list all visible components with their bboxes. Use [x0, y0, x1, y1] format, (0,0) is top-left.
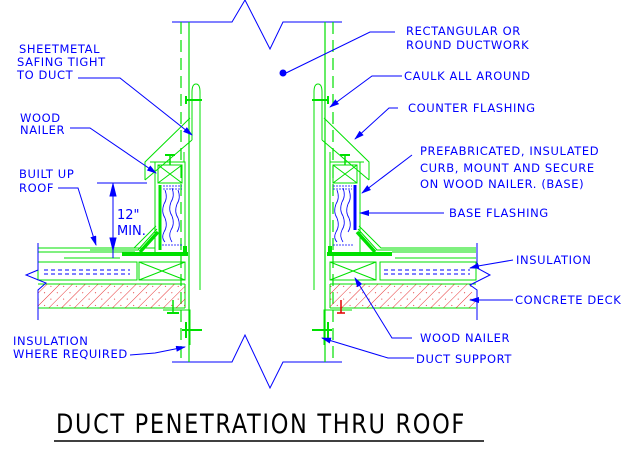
label-sheetmetal-line2: SAFING TIGHT — [17, 55, 106, 69]
label-prefabricated-line1: PREFABRICATED, INSULATED — [420, 144, 599, 158]
leader-lines — [58, 31, 514, 359]
label-wood-nailer-top-line1: WOOD — [20, 111, 61, 125]
label-concrete-deck: CONCRETE DECK — [515, 293, 621, 307]
duct-right-wall — [324, 22, 334, 362]
label-ductwork-line2: ROUND DUCTWORK — [406, 38, 529, 52]
label-duct-support: DUCT SUPPORT — [416, 352, 512, 366]
left-counter-flashing — [144, 83, 202, 290]
left-curb — [154, 154, 186, 255]
dimension-12-min — [97, 182, 147, 258]
right-curb-insulation — [333, 185, 353, 246]
right-anchor-bolt — [337, 300, 345, 314]
duct-reference-dot — [279, 69, 287, 77]
label-counter-flashing: COUNTER FLASHING — [408, 101, 536, 115]
left-concrete-deck — [38, 284, 185, 308]
left-edge-break — [24, 243, 47, 320]
label-wood-nailer-bottom: WOOD NAILER — [420, 331, 510, 345]
label-ductwork-line1: RECTANGULAR OR — [406, 24, 521, 38]
label-wood-nailer-top-line2: NAILER — [20, 123, 65, 137]
label-built-up-roof-line1: BUILT UP — [19, 167, 74, 181]
left-curb-insulation — [162, 185, 182, 246]
label-caulk-all-around: CAULK ALL AROUND — [404, 69, 531, 83]
dimension-qualifier: MIN. — [117, 224, 146, 239]
right-base-flashing — [327, 225, 476, 256]
duct-top-break-line — [172, 0, 342, 51]
right-concrete-deck — [330, 284, 476, 308]
label-prefabricated-line2: CURB, MOUNT AND SECURE — [420, 161, 595, 175]
label-insulation-where-required-line2: WHERE REQUIRED — [13, 347, 128, 361]
duct-left-wall — [180, 22, 190, 362]
label-sheetmetal-line3: TO DUCT — [16, 68, 74, 82]
label-prefabricated-line3: ON WOOD NAILER. (BASE) — [420, 177, 584, 191]
label-insulation-where-required-line1: INSULATION — [13, 334, 88, 348]
label-base-flashing: BASE FLASHING — [449, 206, 549, 220]
label-sheetmetal-line1: SHEETMETAL — [19, 42, 100, 56]
drawing-title: DUCT PENETRATION THRU ROOF — [56, 409, 466, 440]
duct-bottom-break-line — [172, 333, 342, 390]
label-built-up-roof-line2: ROOF — [19, 181, 54, 195]
dimension-value: 12" — [117, 208, 140, 223]
label-insulation: INSULATION — [516, 253, 591, 267]
